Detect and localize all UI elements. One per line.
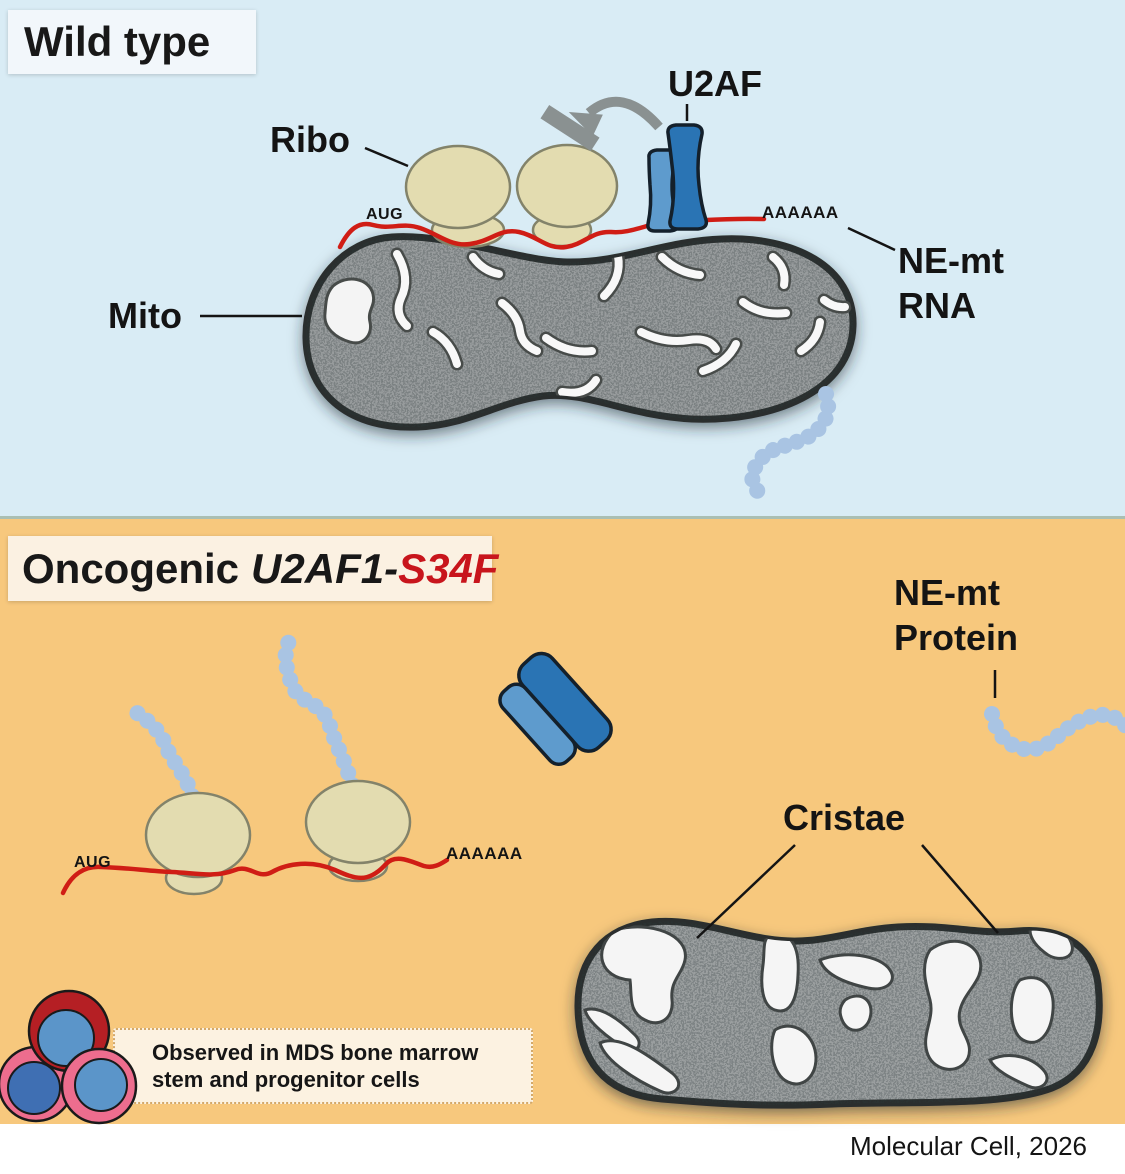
ne-mt-protein-chain <box>984 706 1125 758</box>
badge-line1: Observed in MDS bone marrow <box>152 1040 479 1065</box>
mitochondrion-top <box>300 230 860 435</box>
u2af-protein <box>646 123 709 233</box>
journal-credit: Molecular Cell, 2026 <box>849 1131 1087 1161</box>
ne-mt-rna-line1: NE-mt <box>898 240 1004 281</box>
ne-mt-rna-line2: RNA <box>898 285 976 326</box>
mutant-title-prefix: Oncogenic <box>22 544 240 592</box>
mito-label: Mito <box>108 295 182 336</box>
ne-mt-protein-label: NE-mt Protein <box>894 570 1018 660</box>
mutant-title: Oncogenic U2AF1- S34F <box>8 536 498 601</box>
ne-mt-protein-line2: Protein <box>894 617 1019 658</box>
crista-blob <box>323 277 376 345</box>
mutant-title-mutation: S34F <box>398 544 499 592</box>
polya-label-bottom: AAAAAA <box>446 844 523 863</box>
ne-mt-rna-label: NE-mt RNA <box>898 238 1004 328</box>
mrna-strand-bottom <box>60 856 450 896</box>
ne-mt-protein-line1: NE-mt <box>894 572 1000 613</box>
aug-label-top: AUG <box>366 206 404 223</box>
cristae-bottom <box>583 925 1074 1095</box>
ribosome-top-1 <box>404 144 512 249</box>
polya-label-top: AAAAAA <box>762 203 839 222</box>
wild-type-title-text: Wild type <box>24 18 211 65</box>
polypeptide-chain-ribo1 <box>122 700 200 804</box>
badge-line2: stem and progenitor cells <box>152 1067 420 1092</box>
polypeptide-chain-ribo2 <box>277 633 360 793</box>
ribosome-top-2 <box>515 143 619 248</box>
cristae-label: Cristae <box>783 797 906 838</box>
wild-type-title: Wild type <box>8 10 256 74</box>
mutant-title-gene: U2AF1- <box>251 544 399 592</box>
u2af-dimer-floating <box>498 651 613 767</box>
polypeptide-chain-top <box>744 386 837 504</box>
leader-lines-bottom <box>696 670 999 939</box>
panel-divider <box>0 516 1125 519</box>
mds-observation-badge: Observed in MDS bone marrow stem and pro… <box>113 1028 533 1104</box>
u2af-label: U2AF <box>668 63 763 104</box>
leader-lines-top <box>200 104 896 318</box>
ribo-label: Ribo <box>270 119 350 160</box>
mitochondrion-bottom <box>570 912 1105 1112</box>
aug-label-bottom: AUG <box>74 854 112 871</box>
wild-type-panel <box>0 0 1125 516</box>
ribosome-bottom-1 <box>144 791 252 896</box>
inhibition-arrow-icon <box>540 96 663 152</box>
footer-strip <box>0 1124 1125 1174</box>
